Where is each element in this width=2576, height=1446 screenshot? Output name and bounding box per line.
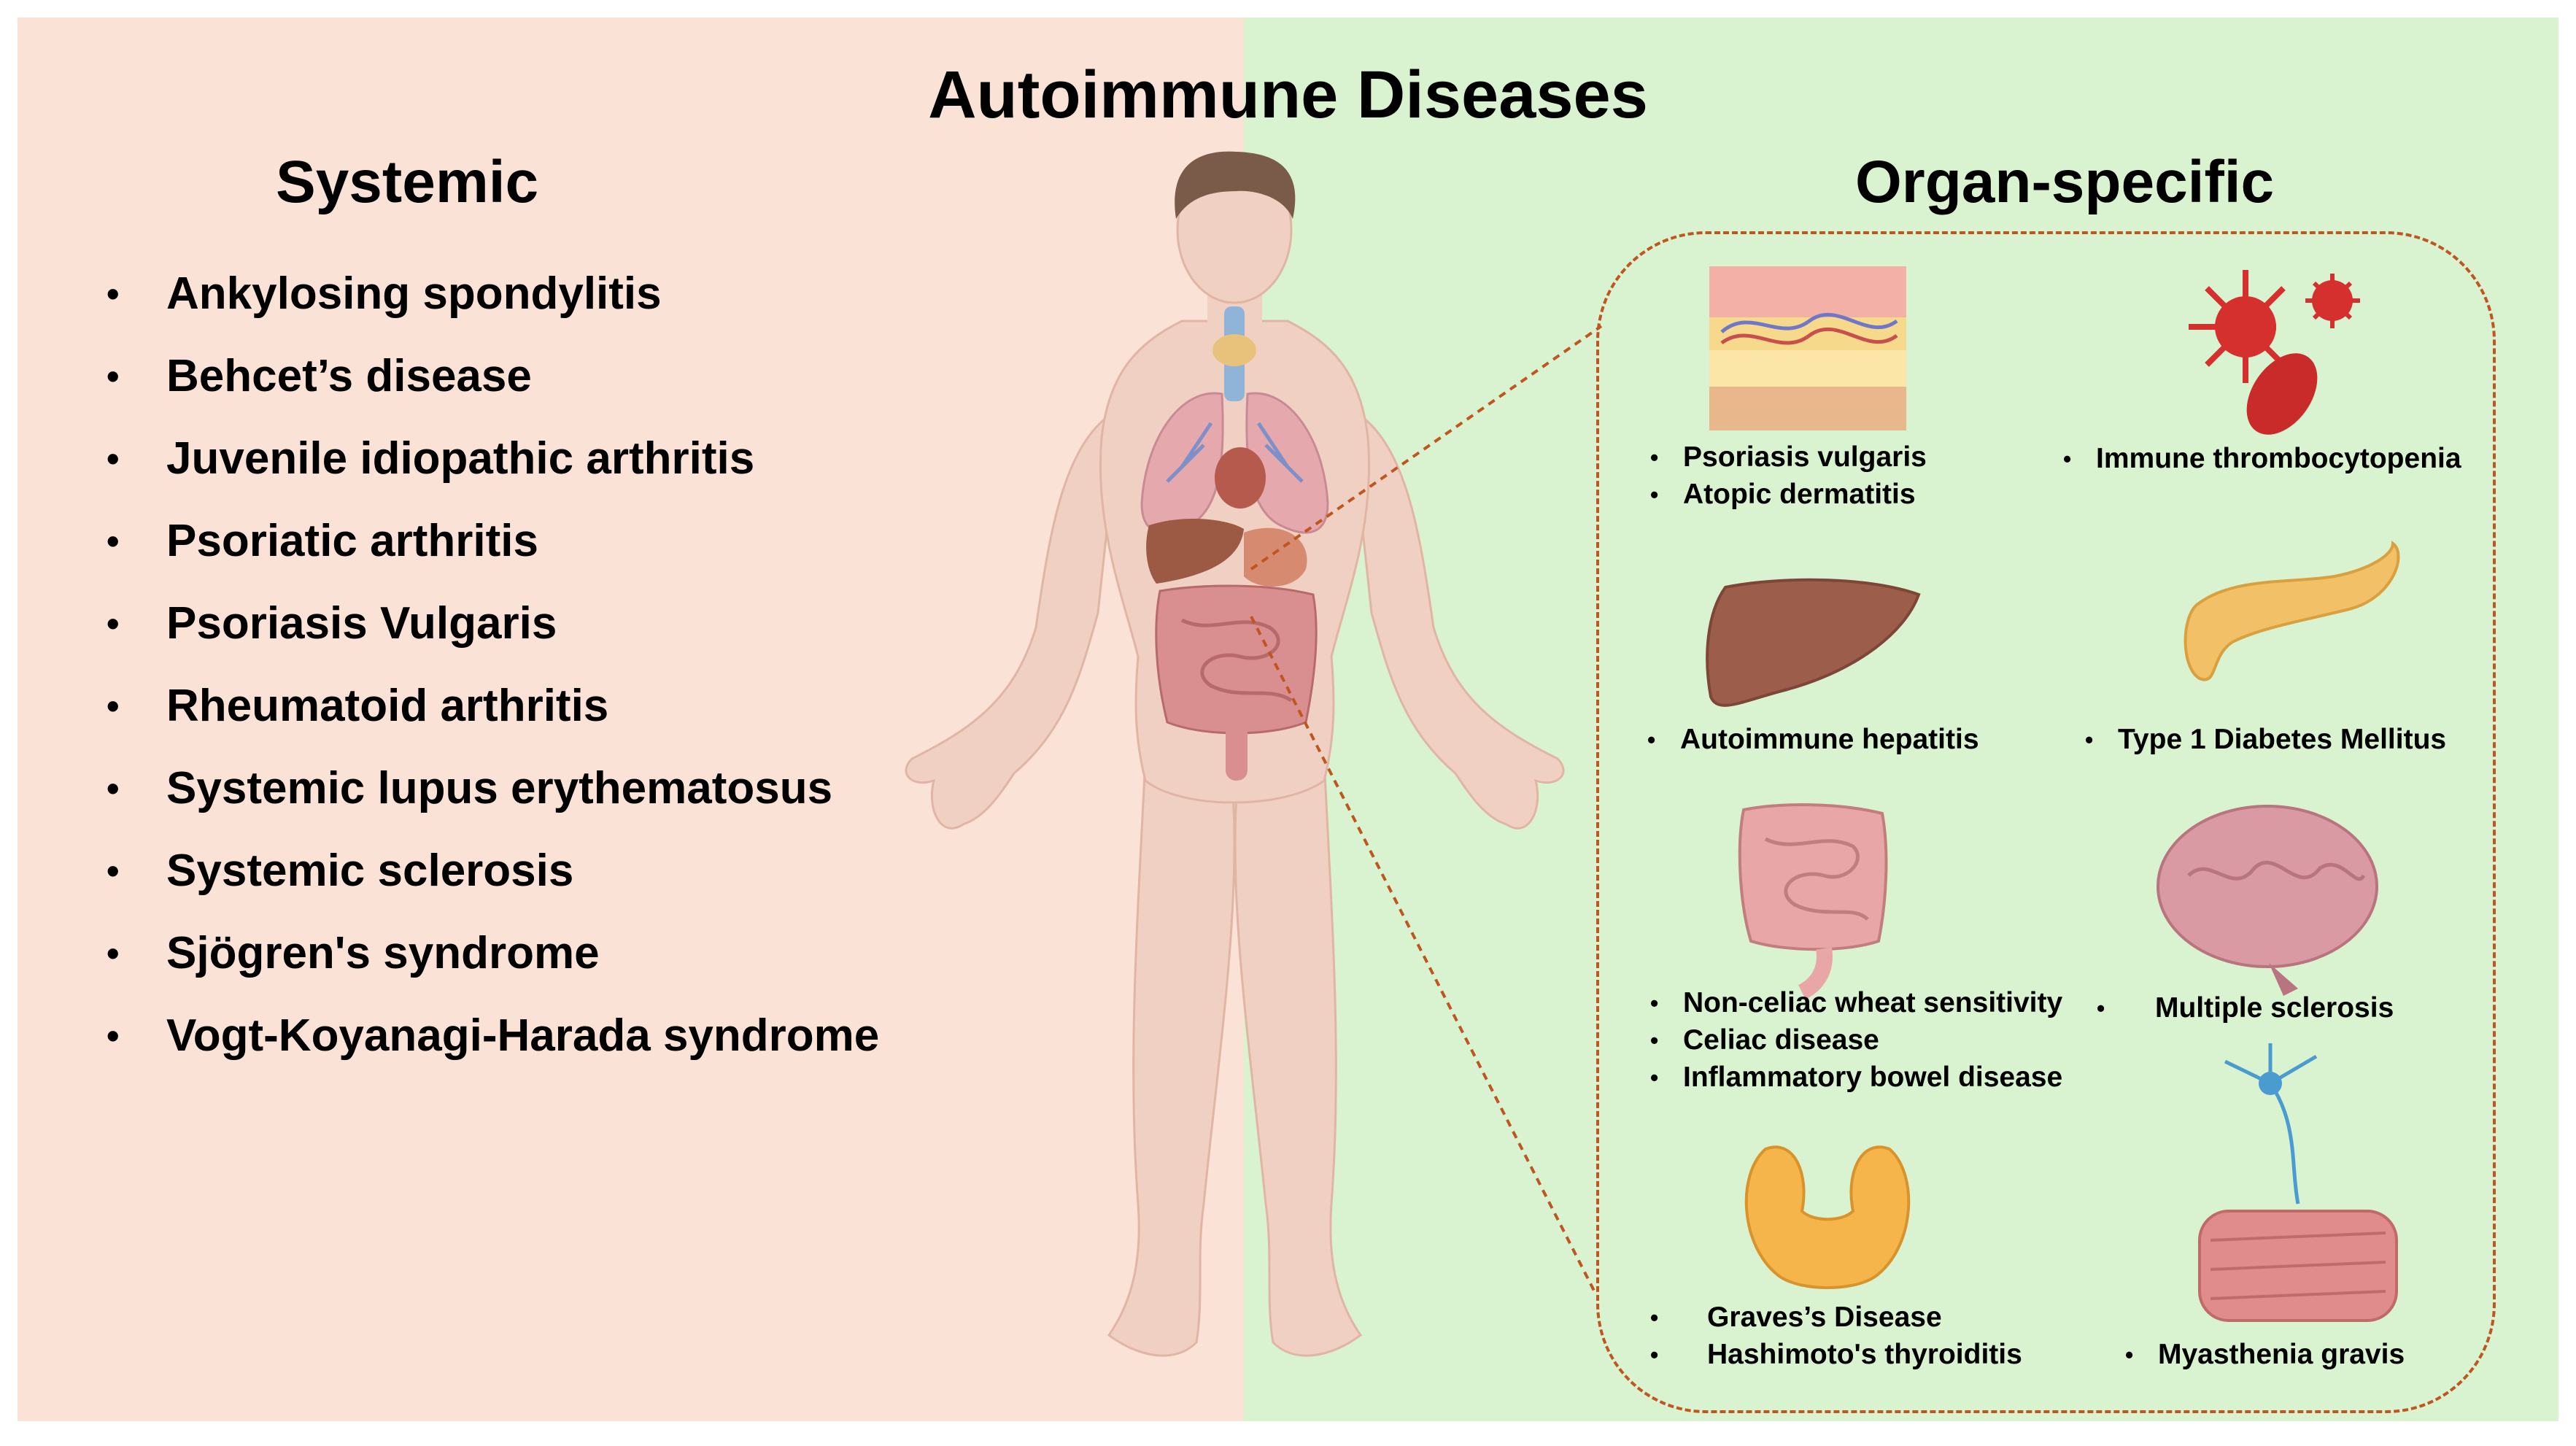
list-item: Psoriasis vulgaris: [1650, 440, 1927, 477]
systemic-disease-list: Ankylosing spondylitis Behcet’s disease …: [107, 264, 879, 1089]
liver-icon: [1706, 578, 1921, 707]
connector-line-top: [1250, 325, 1603, 571]
skin-layers-icon: [1709, 266, 1906, 430]
list-item: Multiple sclerosis: [2097, 991, 2394, 1028]
neuromuscular-icon: [2198, 1043, 2398, 1322]
organ-specific-outline: [1596, 231, 2496, 1413]
list-item: Celiac disease: [1650, 1023, 2062, 1060]
muscle-disease-list: Myasthenia gravis: [2125, 1337, 2405, 1375]
blood-disease-list: Immune thrombocytopenia: [2063, 441, 2461, 479]
list-item: Sjögren's syndrome: [107, 924, 879, 1006]
thyroid-icon: [1744, 1145, 1911, 1289]
intestine-disease-list: Non-celiac wheat sensitivity Celiac dise…: [1650, 986, 2062, 1097]
human-body-icon: [905, 151, 1565, 1357]
list-item: Juvenile idiopathic arthritis: [107, 429, 879, 511]
list-item: Myasthenia gravis: [2125, 1337, 2405, 1375]
pancreas-disease-list: Type 1 Diabetes Mellitus: [2085, 722, 2446, 759]
organ-specific-heading: Organ-specific: [1855, 149, 2275, 215]
pancreas-icon: [2184, 540, 2400, 681]
list-item: Atopic dermatitis: [1650, 477, 1927, 514]
brain-icon: [2157, 805, 2378, 996]
figure-title: Autoimmune Diseases: [928, 58, 1648, 132]
list-item: Autoimmune hepatitis: [1647, 722, 1979, 759]
list-item: Graves’s Disease: [1650, 1300, 2022, 1337]
list-item: Vogt-Koyanagi-Harada syndrome: [107, 1006, 879, 1089]
list-item: Systemic lupus erythematosus: [107, 759, 879, 841]
list-item: Type 1 Diabetes Mellitus: [2085, 722, 2446, 759]
list-item: Inflammatory bowel disease: [1650, 1060, 2062, 1097]
liver-disease-list: Autoimmune hepatitis: [1647, 722, 1979, 759]
list-item: Systemic sclerosis: [107, 841, 879, 924]
thyroid-disease-list: Graves’s Disease Hashimoto's thyroiditis: [1650, 1300, 2022, 1375]
list-item: Immune thrombocytopenia: [2063, 441, 2461, 479]
list-item: Psoriatic arthritis: [107, 511, 879, 594]
list-item: Hashimoto's thyroiditis: [1650, 1337, 2022, 1375]
list-item: Non-celiac wheat sensitivity: [1650, 986, 2062, 1023]
blood-cells-icon: [2189, 270, 2360, 435]
systemic-heading: Systemic: [276, 149, 539, 215]
list-item: Behcet’s disease: [107, 347, 879, 429]
list-item: Rheumatoid arthritis: [107, 676, 879, 759]
connector-line-bottom: [1250, 616, 1598, 1296]
brain-disease-list: Multiple sclerosis: [2097, 991, 2394, 1028]
skin-disease-list: Psoriasis vulgaris Atopic dermatitis: [1650, 440, 1927, 514]
list-item: Ankylosing spondylitis: [107, 264, 879, 347]
list-item: Psoriasis Vulgaris: [107, 594, 879, 676]
